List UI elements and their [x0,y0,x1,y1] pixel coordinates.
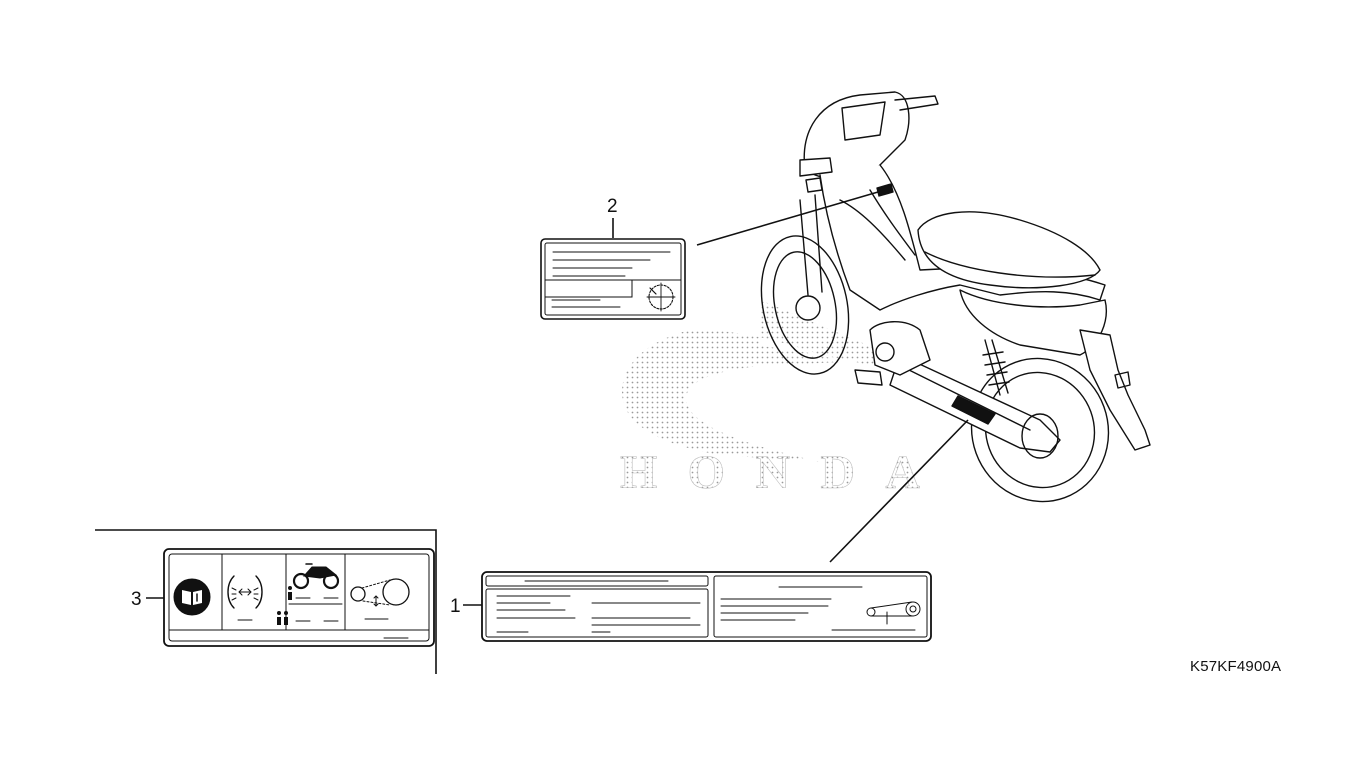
label-1-location [951,395,996,425]
callout-1: 1 [450,596,461,617]
callout-2: 2 [607,196,618,217]
leader-lines [146,191,969,606]
sprocket-chain-icon [866,601,921,625]
motorcycle-drawing [760,91,1151,503]
leader-line-2 [696,191,879,246]
tire-pressure-icon [227,575,263,621]
rear-wheel [970,357,1110,503]
seat [917,211,1101,289]
callout-3: 3 [131,589,142,610]
wing-logo-icon [622,300,900,462]
section-divider [95,529,437,674]
front-wheel [760,235,850,375]
leader-line-1 [829,419,969,563]
label-1-drive-chain [481,571,932,642]
motorcycle-load-icon [277,563,343,625]
owners-manual-icon [173,578,211,616]
drawing-code: K57KF4900A [1190,658,1282,675]
chain-slack-icon [350,578,410,620]
label-2-tire-info [540,238,686,320]
label-3-pictogram [163,548,435,647]
label-2-location [876,183,894,197]
watermark-text: HONDA [620,446,930,499]
